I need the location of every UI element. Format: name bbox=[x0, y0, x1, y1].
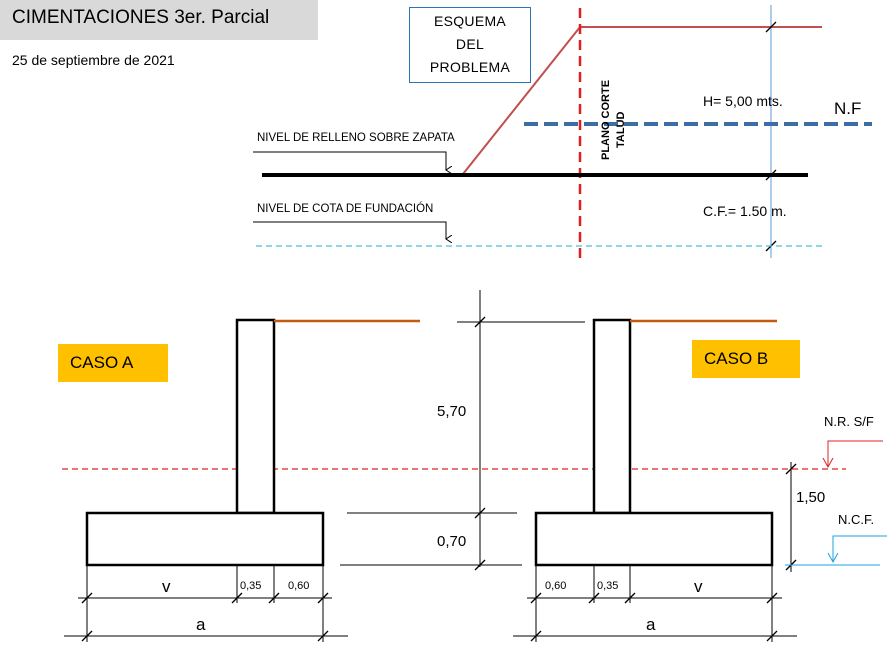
scheme-title-box: ESQUEMA DEL PROBLEMA bbox=[409, 7, 531, 83]
tick bbox=[231, 592, 243, 604]
case-b-dim-toe: 0,60 bbox=[545, 580, 566, 592]
fill-level-label: NIVEL DE RELLENO SOBRE ZAPATA bbox=[257, 132, 455, 144]
footing-thickness-label: 0,70 bbox=[437, 533, 466, 550]
case-b-label: CASO B bbox=[692, 340, 800, 378]
tick bbox=[81, 630, 93, 642]
case-b-stem bbox=[592, 318, 632, 515]
cut-plane-label: PLANO CORTE bbox=[600, 80, 612, 160]
depth-label: 1,50 bbox=[796, 489, 825, 506]
scheme-title-line-2: DEL bbox=[455, 36, 485, 52]
fill-level-leader bbox=[253, 151, 446, 170]
nf-label: N.F bbox=[834, 99, 861, 118]
nrsf-label: N.R. S/F bbox=[824, 414, 874, 429]
tick bbox=[766, 630, 778, 642]
case-a-dim-stem: 0,35 bbox=[240, 580, 261, 592]
title-box bbox=[0, 0, 318, 40]
tick bbox=[474, 316, 486, 328]
case-a-dim-v: v bbox=[162, 577, 171, 596]
case-b-footing bbox=[534, 511, 774, 567]
foundation-level-label: NIVEL DE COTA DE FUNDACIÓN bbox=[257, 202, 433, 215]
tick bbox=[474, 507, 486, 519]
scheme-title-line-1: ESQUEMA bbox=[433, 13, 507, 29]
nrsf-arrowhead bbox=[822, 457, 834, 469]
tick bbox=[474, 559, 486, 571]
tick bbox=[588, 592, 600, 604]
date-text: 25 de septiembre de 2021 bbox=[12, 52, 175, 68]
tick bbox=[766, 592, 778, 604]
case-a-dim-a: a bbox=[196, 615, 206, 634]
slope-label: TALUD bbox=[615, 111, 627, 148]
tick bbox=[530, 630, 542, 642]
nrsf-leader bbox=[827, 440, 883, 467]
case-b-dim-a: a bbox=[646, 615, 656, 634]
case-a-label: CASO A bbox=[58, 344, 168, 382]
case-a-footing bbox=[85, 511, 325, 567]
foundation-level-leader bbox=[253, 221, 446, 239]
wall-height-label: 5,70 bbox=[437, 403, 466, 420]
tick bbox=[81, 592, 93, 604]
case-a-stem bbox=[235, 318, 276, 515]
ncf-label: N.C.F. bbox=[838, 512, 874, 527]
tick bbox=[530, 592, 542, 604]
case-a-dim-toe: 0,60 bbox=[288, 580, 309, 592]
tick bbox=[624, 592, 636, 604]
h-label: H= 5,00 mts. bbox=[703, 93, 783, 109]
tick bbox=[268, 592, 280, 604]
tick bbox=[317, 592, 329, 604]
cf-label: C.F.= 1.50 m. bbox=[703, 203, 787, 219]
tick bbox=[765, 21, 777, 33]
case-b-dim-stem: 0,35 bbox=[597, 580, 618, 592]
page-title: CIMENTACIONES 3er. Parcial bbox=[12, 7, 270, 28]
tick bbox=[785, 463, 797, 475]
ncf-arrowhead bbox=[827, 552, 839, 564]
scheme-title-line-3: PROBLEMA bbox=[429, 59, 511, 75]
ncf-leader bbox=[832, 535, 887, 562]
tick bbox=[317, 630, 329, 642]
case-b-dim-v: v bbox=[694, 577, 703, 596]
